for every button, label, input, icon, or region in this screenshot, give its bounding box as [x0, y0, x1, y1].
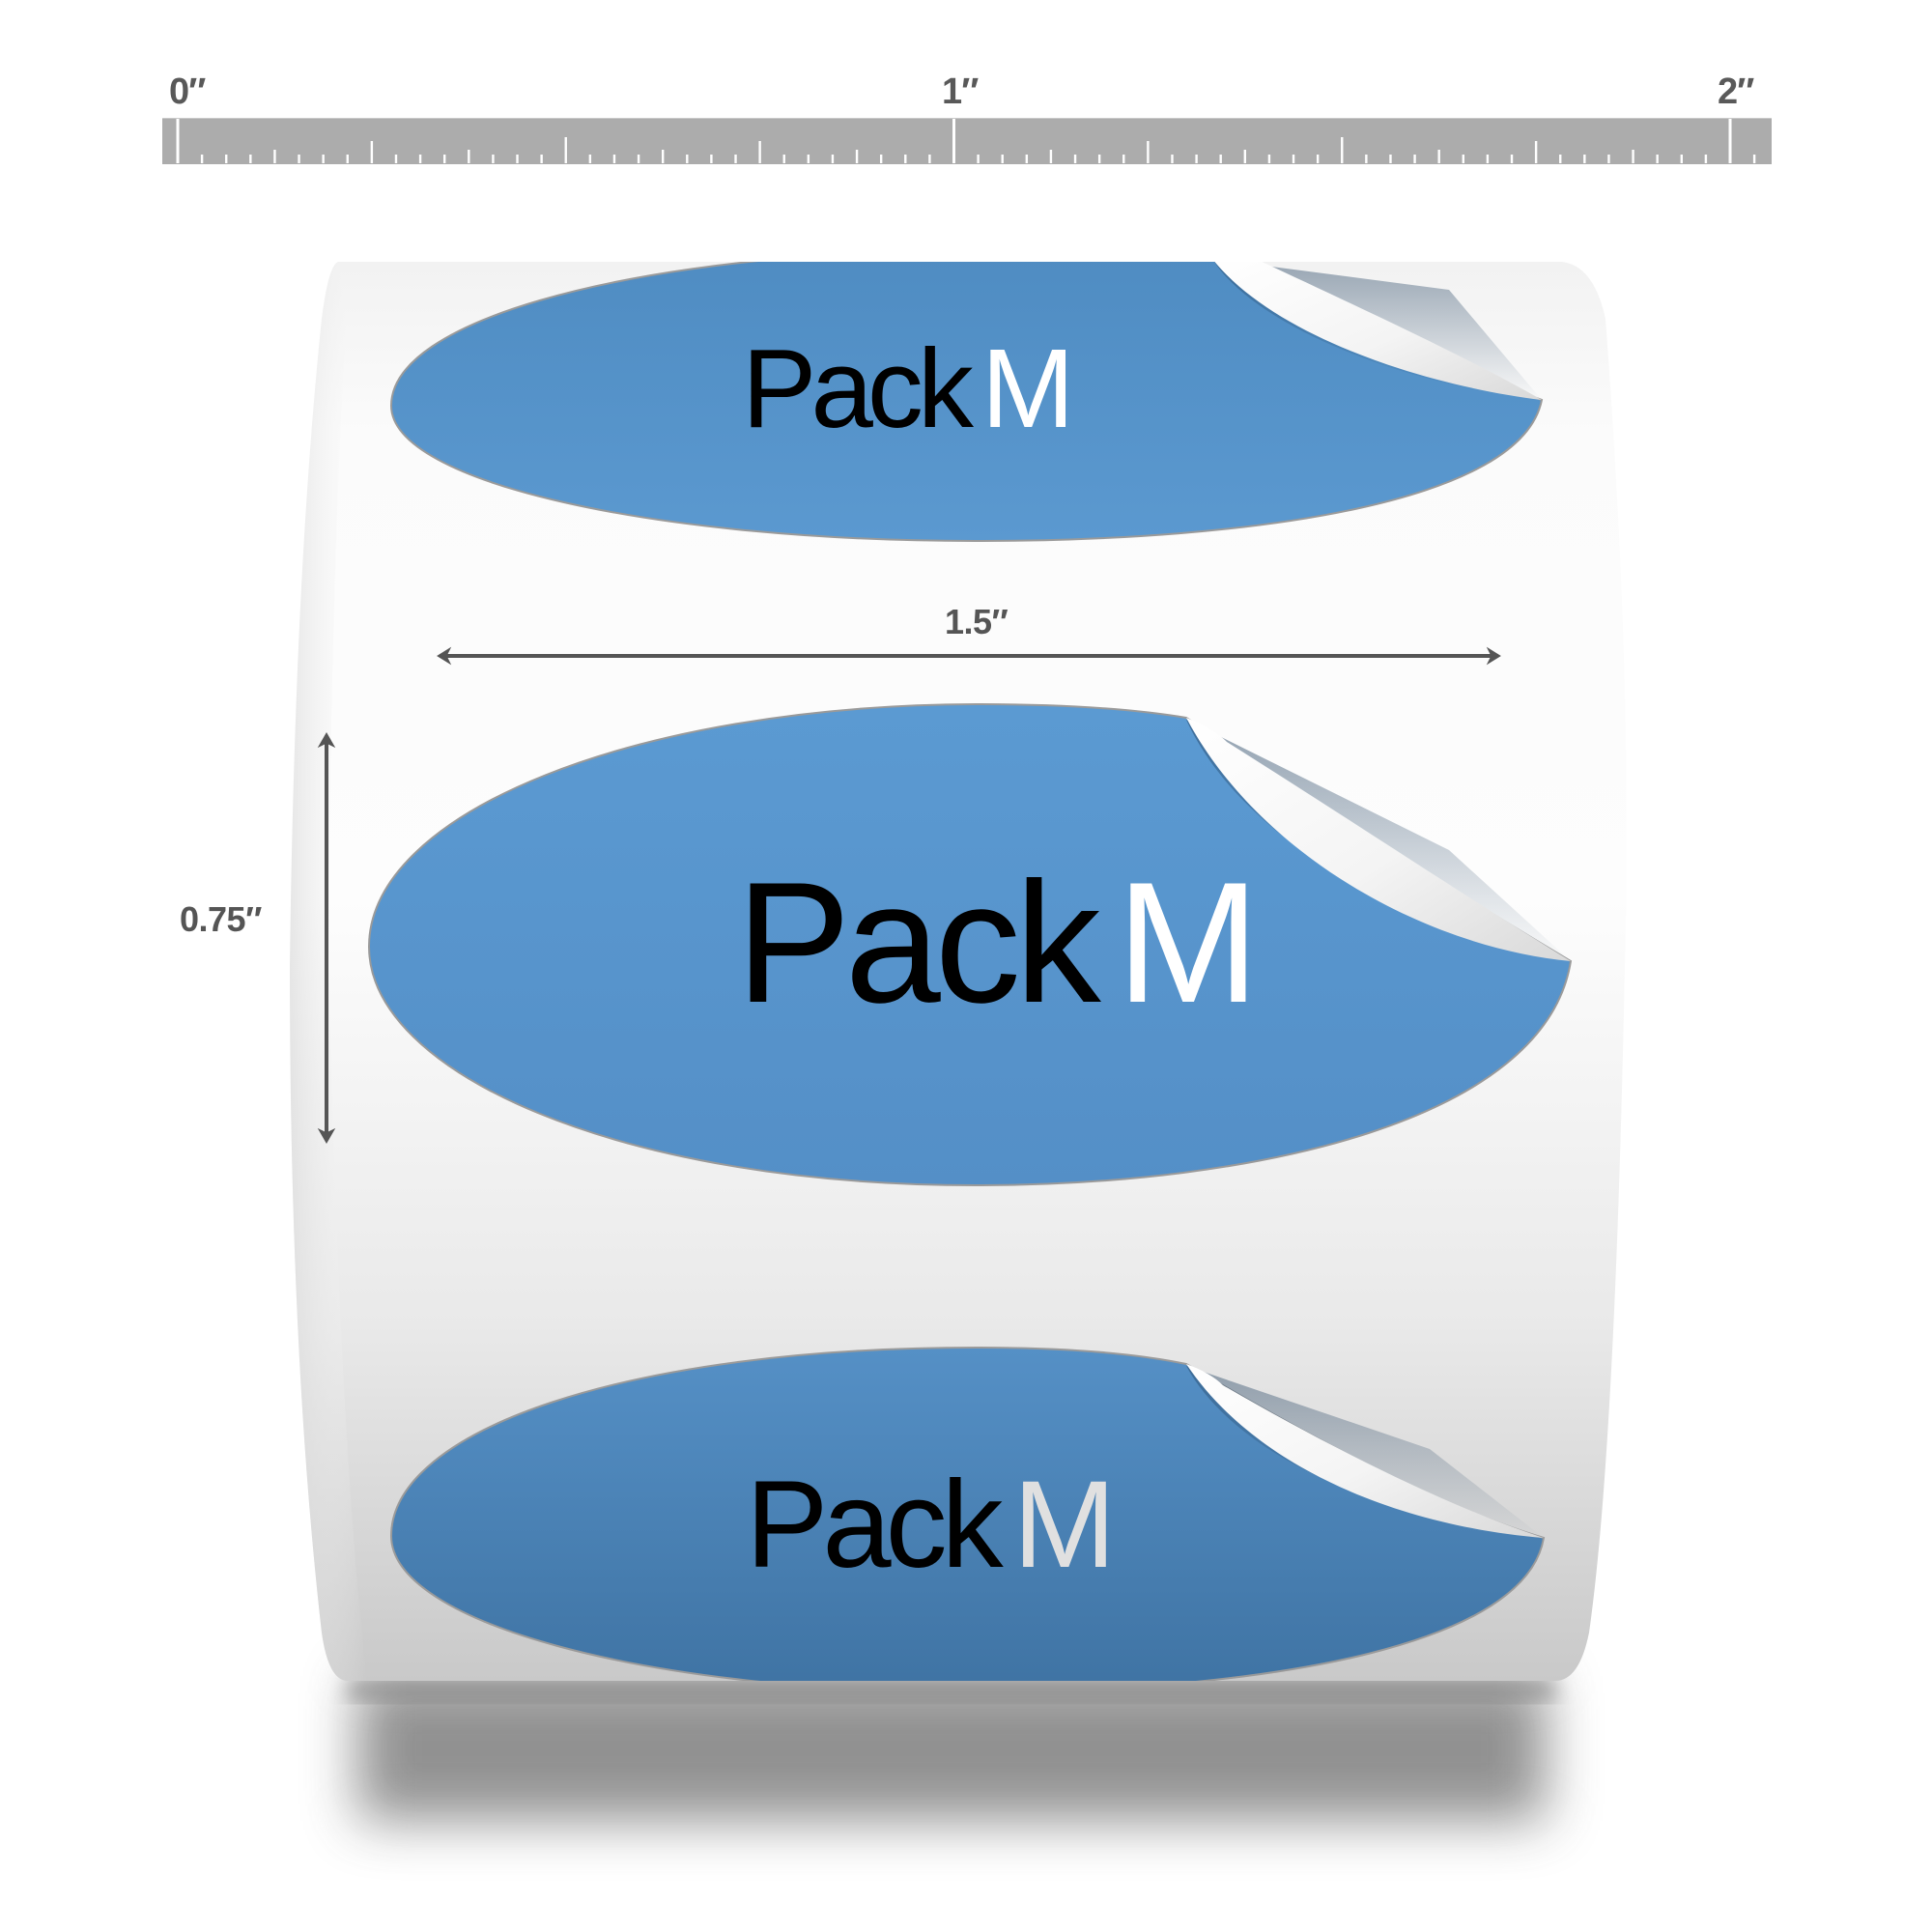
logo-m-text: M: [981, 326, 1069, 451]
logo-pack-text: Pack: [736, 846, 1102, 1038]
label-bottom-curl-shadow: [1186, 1366, 1544, 1538]
ruler-bar: [162, 118, 1772, 164]
ruler-label-2in: 2″: [1718, 71, 1754, 112]
height-dimension-label: 0.75″: [180, 899, 262, 939]
ruler-label-0in: 0″: [169, 71, 206, 112]
label-middle-peel-curl: [1186, 718, 1571, 961]
logo-pack-text: Pack: [746, 1456, 1005, 1594]
ruler: 0″ 1″ 2″: [162, 0, 1772, 166]
ruler-label-1in: 1″: [942, 71, 979, 112]
logo-m-text: M: [1117, 846, 1254, 1038]
width-dimension-label: 1.5″: [945, 602, 1009, 641]
label-top-peel-curl: [1212, 262, 1542, 400]
logo-pack-text: Pack: [742, 326, 975, 451]
roll-shadow: [348, 1676, 1555, 1821]
width-dimension-arrow: [437, 646, 1501, 666]
logo-m-text: M: [1013, 1456, 1111, 1594]
height-dimension-arrow: [317, 731, 336, 1145]
